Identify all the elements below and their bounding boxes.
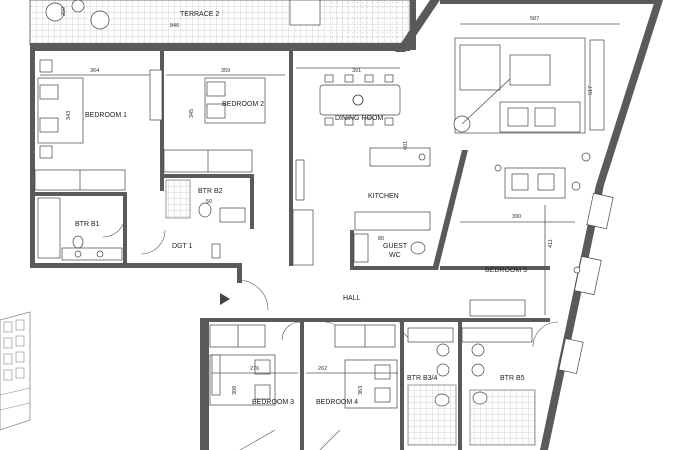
building-sketch — [0, 311, 31, 431]
bedroom-4-width-dim: 262 — [318, 366, 327, 372]
dining-room-label: DINING ROOM — [335, 115, 383, 122]
bedroom-4-height-dim: 363 — [358, 386, 364, 395]
terrace: TERRACE 2 846 259 — [29, 0, 416, 50]
bedroom-5-label: BEDROOM 5 — [485, 267, 527, 274]
btr-b2-label: BTR B2 — [198, 188, 223, 195]
bedroom-1-height-dim: 343 — [66, 111, 72, 120]
bedroom-3-width-dim: 276 — [250, 366, 259, 372]
bedroom-4: BEDROOM 4 262 363 — [306, 322, 404, 450]
dining-room: DINING ROOM 391 — [296, 67, 401, 126]
bedroom-3-label: BEDROOM 3 — [252, 399, 294, 406]
btr-b5-label: BTR B5 — [500, 375, 525, 382]
terrace-width-dim: 846 — [170, 23, 179, 29]
bedroom-4-label: BEDROOM 4 — [316, 399, 358, 406]
guest-wc-label-2: WC — [389, 252, 401, 259]
bedroom-3: BEDROOM 3 276 308 — [205, 322, 304, 450]
terrace-label: TERRACE 2 — [180, 11, 219, 18]
living-room: 587 517 — [453, 16, 620, 191]
dgt-1-label: DGT 1 — [172, 243, 193, 250]
living-width-dim: 587 — [530, 16, 539, 22]
btr-b1-label: BTR B1 — [75, 221, 100, 228]
bedroom-1: BEDROOM 1 364 343 — [34, 51, 164, 191]
living-height-dim: 517 — [588, 86, 594, 95]
hall-label: HALL — [343, 295, 361, 302]
bedroom-5-width-dim: 390 — [512, 214, 521, 220]
btr-b34-label: BTR B3/4 — [407, 375, 437, 382]
entrance-arrow-icon — [220, 293, 230, 305]
bedroom-1-width-dim: 364 — [90, 68, 99, 74]
bedroom-1-label: BEDROOM 1 — [85, 112, 127, 119]
bedroom-2-label: BEDROOM 2 — [222, 101, 264, 108]
bedroom-2: BEDROOM 2 359 345 — [149, 51, 293, 266]
dining-width-dim: 391 — [352, 68, 361, 74]
btr-b34: BTR B3/4 — [407, 322, 462, 450]
kitchen-label: KITCHEN — [368, 193, 399, 200]
outer-walls — [30, 0, 663, 450]
dgt-1: DGT 1 — [140, 229, 221, 259]
kitchen: KITCHEN 401 — [292, 141, 431, 266]
btr-b1: BTR B1 — [35, 192, 127, 265]
bedroom-2-width-dim: 359 — [221, 68, 230, 74]
bedroom-2-height-dim: 345 — [189, 109, 195, 118]
bedroom-5: BEDROOM 5 390 411 — [432, 150, 614, 374]
btr-b2: BTR B2 50 — [164, 174, 254, 229]
bedroom-5-height-dim: 411 — [548, 239, 554, 248]
kitchen-height-dim: 401 — [403, 141, 409, 150]
small-dim-1: 50 — [206, 199, 212, 205]
guest-wc-label-1: GUEST — [383, 243, 408, 250]
wc-width-dim: 80 — [378, 236, 384, 242]
btr-b5: BTR B5 — [461, 321, 559, 446]
guest-wc: GUEST WC 80 — [350, 230, 435, 270]
bedroom-3-height-dim: 308 — [232, 386, 238, 395]
terrace-side-dim: 259 — [61, 7, 67, 16]
